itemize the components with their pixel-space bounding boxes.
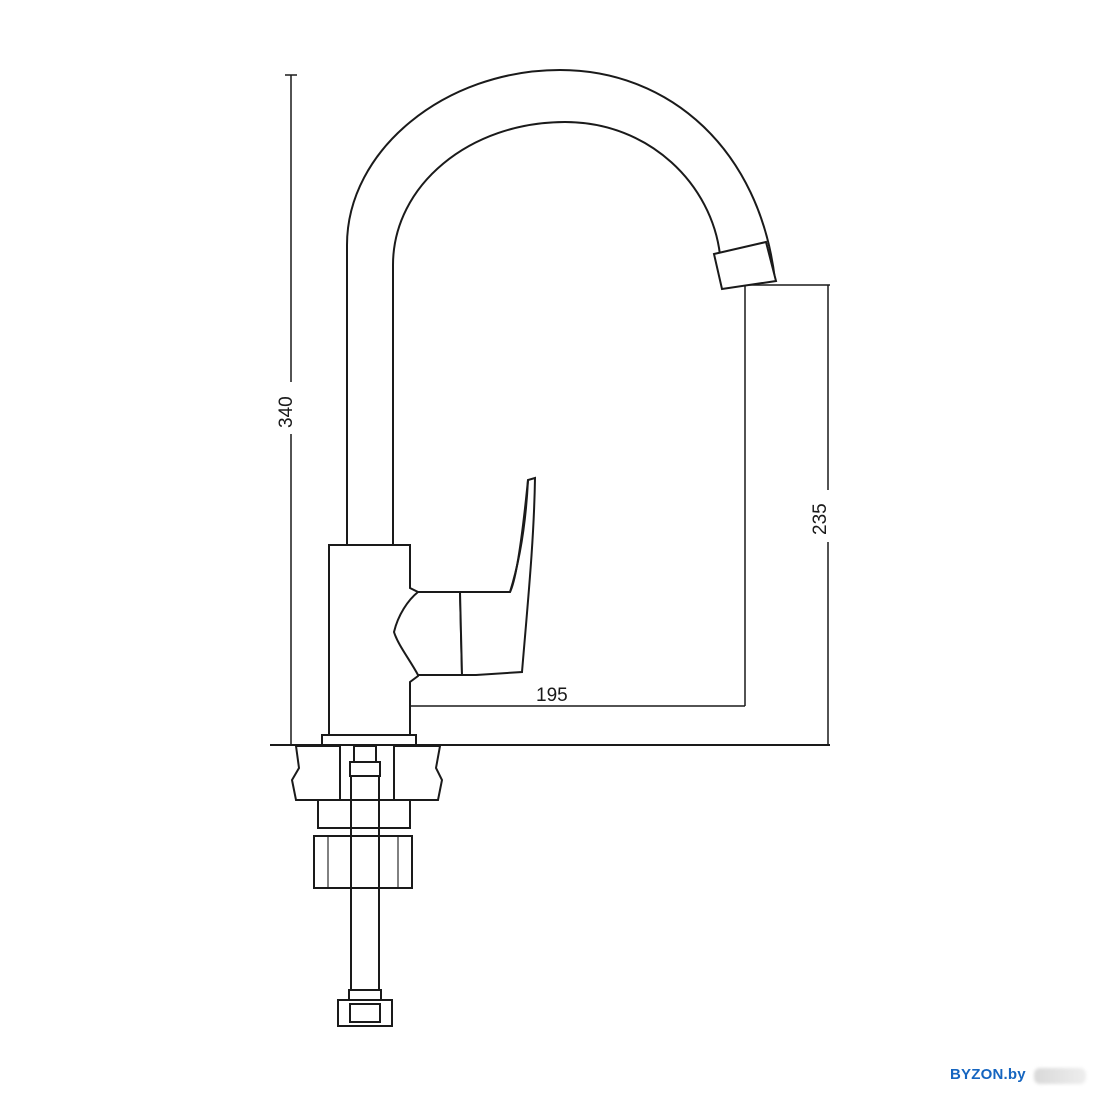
watermark-text: BYZON.by	[950, 1066, 1026, 1083]
mixer-handle	[458, 476, 537, 676]
handle-hub	[392, 591, 464, 676]
watermark-blur	[1034, 1068, 1086, 1084]
spout	[346, 68, 778, 545]
dimension-label-195: 195	[536, 685, 568, 706]
dimension-label-235: 235	[810, 503, 831, 535]
dimension-label-340: 340	[276, 396, 297, 428]
height-dimension-340: 340	[270, 74, 300, 745]
hose-bottom-connector	[337, 989, 393, 1027]
aerator	[712, 240, 778, 291]
hose-top-fitting	[349, 745, 381, 777]
under-counter-mount	[290, 734, 444, 889]
height-dimension-235: 235	[745, 284, 836, 745]
